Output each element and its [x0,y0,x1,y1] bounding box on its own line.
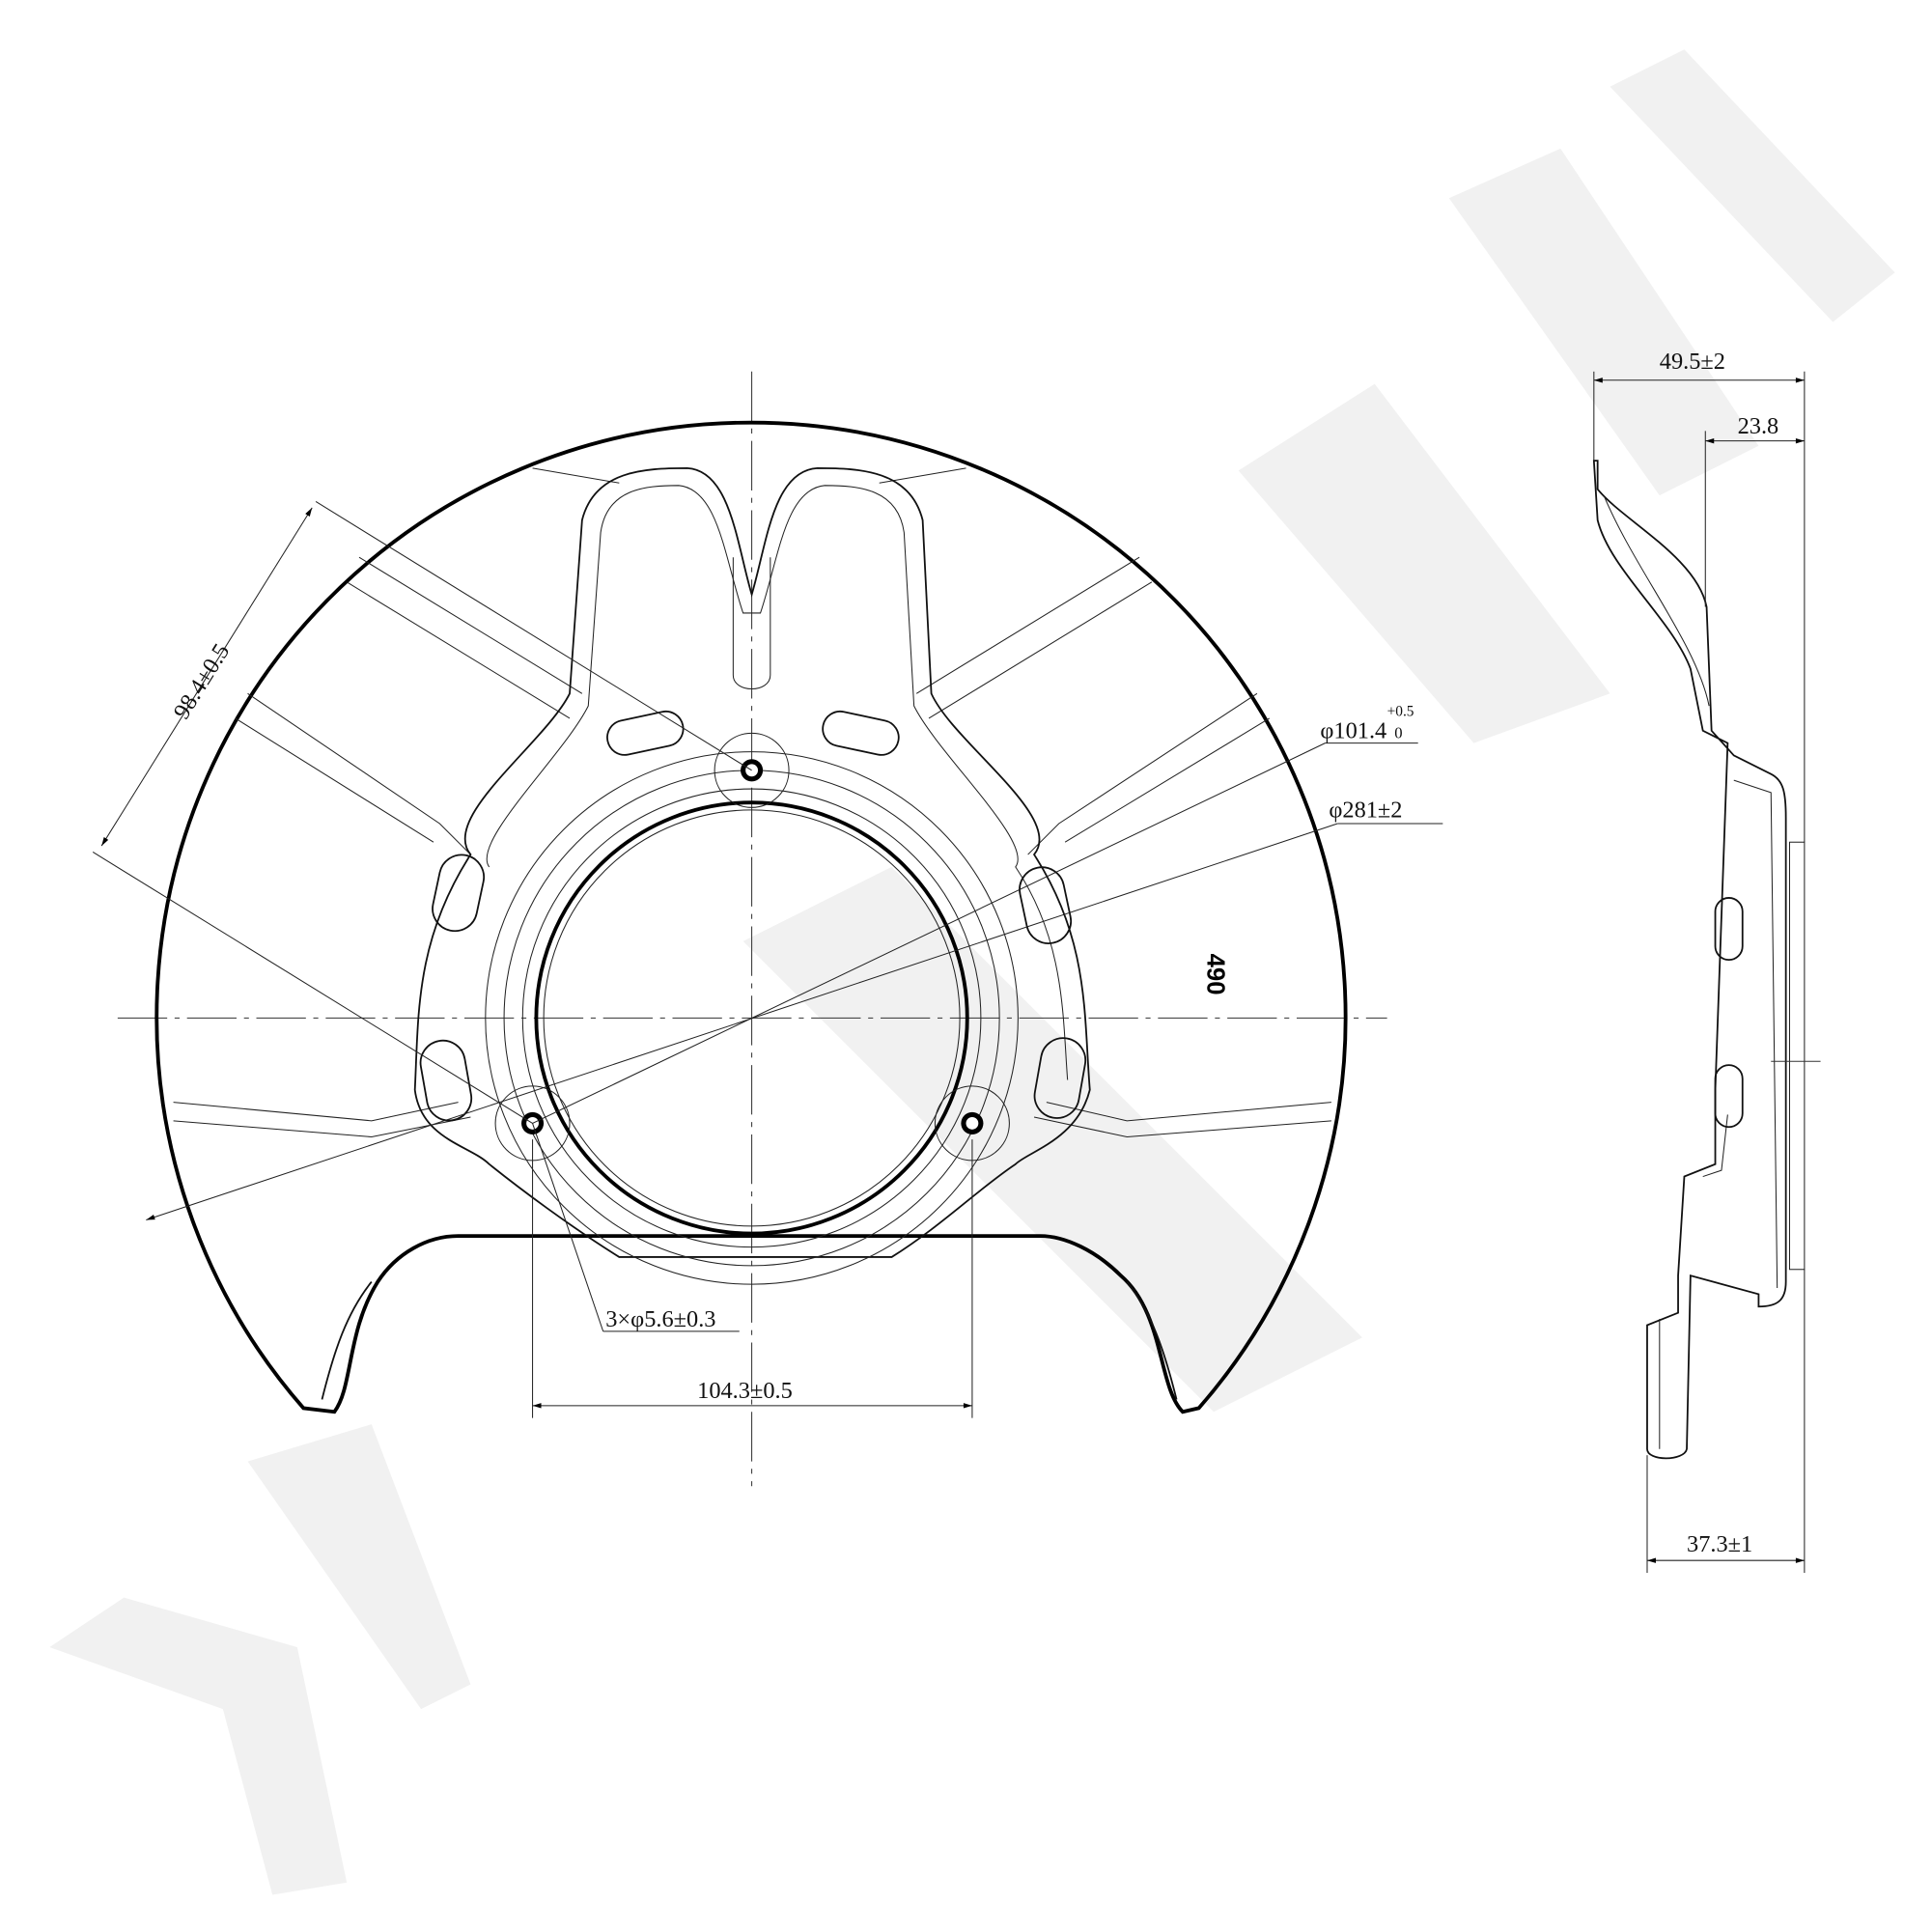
dim-offset: 23.8 [1738,413,1779,439]
slots [419,710,1087,1122]
dim-bolt-spacing-angled: 98.4±0.5 [169,639,236,724]
center-bore-edge [543,809,961,1227]
dim-outer-diameter: φ281±2 [1329,798,1402,824]
dim-center-bore-tol-upper: +0.5 [1387,703,1414,719]
outer-ring [485,751,1019,1285]
inner-ring [521,788,982,1248]
dim-bolt-spacing-horizontal: 104.3±0.5 [697,1378,793,1404]
side-view [1592,460,1827,1460]
dim-center-bore-tol-lower: 0 [1394,723,1402,742]
lug-edges [321,1281,1178,1400]
dim-center-bore: φ101.4 [1320,717,1386,743]
dim-total-depth: 49.5±2 [1660,349,1725,375]
side-view-dimension-lines [1593,371,1806,1574]
center-bore [534,800,969,1236]
watermark-logo [49,49,1895,1895]
dim-holes: 3×φ5.6±0.3 [605,1306,715,1332]
part-code: 490 [1202,954,1229,995]
hub-embossing [413,466,1091,1258]
top-channel [732,557,771,689]
dimension-lines [92,501,1443,1418]
dim-flange-depth: 37.3±1 [1687,1531,1752,1557]
hub-inner-edge [486,485,1069,1080]
